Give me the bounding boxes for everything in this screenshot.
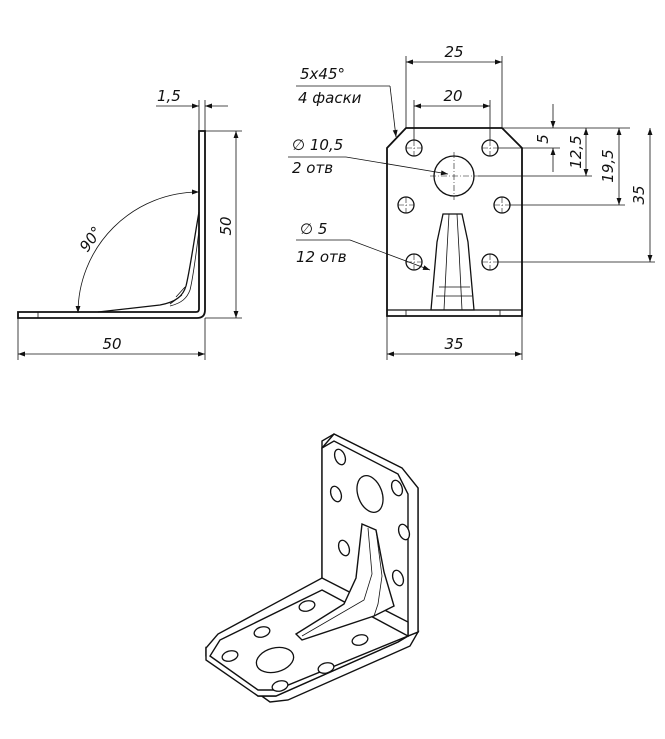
iso-hole (221, 650, 239, 662)
hole-large-label: ∅ 10,5 (292, 136, 343, 154)
dim-width-label: 50 (102, 335, 121, 353)
dim-top-outer-label: 25 (444, 43, 463, 61)
chamfer-leader (389, 85, 398, 138)
iso-hole (391, 569, 405, 587)
angle-label: 90° (76, 223, 106, 255)
hole-small-count: 12 отв (296, 248, 347, 266)
iso-hole (317, 662, 335, 674)
chamfer-note: 4 фаски (298, 89, 362, 107)
hole-large-count: 2 отв (292, 159, 333, 177)
iso-hole (333, 448, 347, 466)
iso-hole (390, 479, 404, 497)
side-view: 1,5 50 50 90° (17, 87, 242, 360)
iso-hole (253, 626, 271, 638)
iso-hole (298, 600, 316, 612)
dim-bottom-label: 35 (444, 335, 463, 353)
dim-right-4-label: 35 (630, 185, 648, 204)
iso-hole (351, 634, 369, 646)
dim-top-inner-label: 20 (443, 87, 462, 105)
front-rib (430, 213, 475, 311)
dim-thickness-label: 1,5 (157, 87, 181, 105)
hole-small-label: ∅ 5 (300, 220, 327, 238)
hole-large-leader (345, 156, 449, 176)
hole-small-leader (349, 239, 431, 271)
front-view: 25 20 5x45° 4 фаски ∅ 10,5 2 отв ∅ 5 12 … (288, 43, 655, 360)
side-rib (97, 211, 200, 313)
iso-hole (337, 539, 351, 557)
side-profile (17, 130, 206, 319)
iso-hole (397, 523, 411, 541)
dim-right-1-label: 5 (534, 134, 552, 144)
dim-right-3-label: 19,5 (599, 149, 617, 182)
iso-hole-large (255, 646, 295, 674)
iso-hole (271, 680, 289, 692)
iso-hole (329, 485, 343, 503)
dim-height-label: 50 (217, 216, 235, 235)
iso-hole-large (356, 475, 384, 513)
angle-arc (75, 189, 200, 314)
isometric-view (205, 433, 420, 703)
front-holes (397, 139, 511, 271)
iso-rib (294, 522, 395, 641)
chamfer-label: 5x45° (300, 65, 345, 83)
dim-right-2-label: 12,5 (567, 135, 585, 168)
